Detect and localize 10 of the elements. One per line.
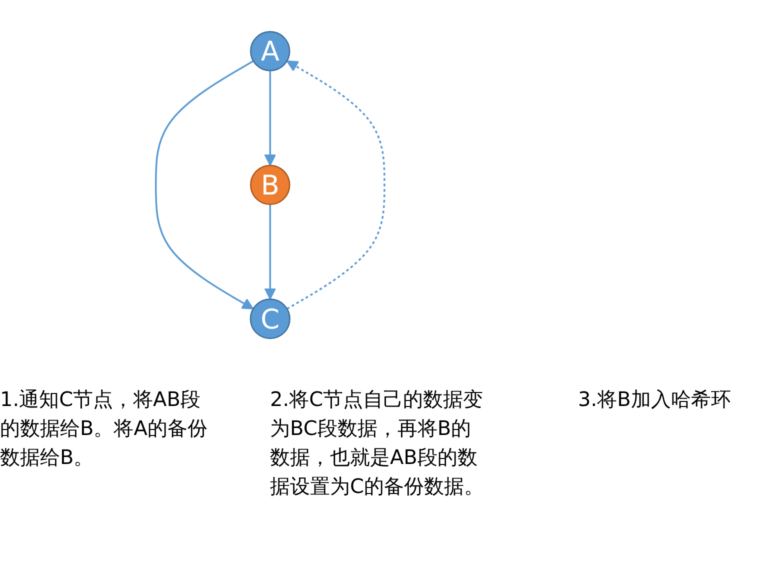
step-note: 2.将C节点自己的数据变为BC段数据，再将B的数据，也就是AB段的数据设置为C的备份数据。 [270, 386, 485, 500]
arrow [264, 70, 276, 166]
step-note: 1.通知C节点，将AB段的数据给B。将A的备份数据给B。 [0, 386, 208, 471]
node-circle: C [250, 298, 290, 340]
step-note: 3.将B加入哈希环 [578, 386, 732, 413]
arrow [286, 60, 386, 310]
arrow [264, 204, 276, 300]
node-circle: A [250, 31, 290, 72]
node-circle: B [250, 164, 290, 206]
arrow [154, 60, 254, 310]
